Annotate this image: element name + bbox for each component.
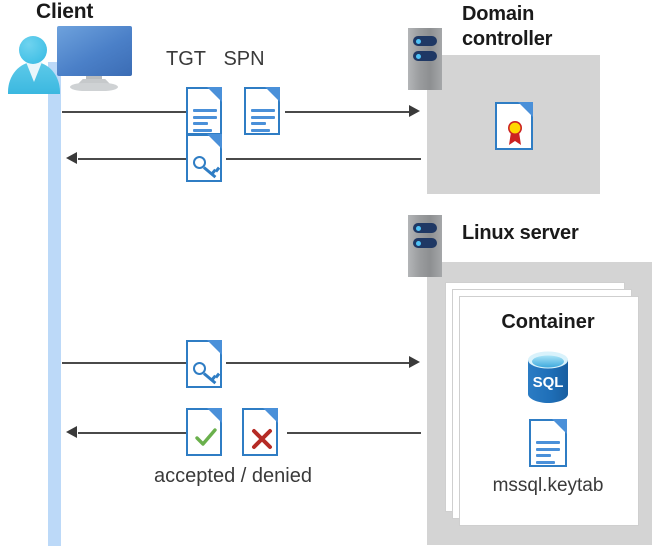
- document-lines-icon: [251, 109, 275, 135]
- flow-line-ticket-left: [78, 158, 186, 160]
- check-icon: [194, 427, 218, 449]
- flow-line-auth-left: [62, 362, 186, 364]
- certificate-document-icon: [495, 102, 533, 150]
- spn-label: SPN: [223, 48, 265, 70]
- client-icon: [0, 0, 140, 100]
- client-lifeline: [48, 62, 61, 546]
- svg-text:SQL: SQL: [533, 374, 564, 391]
- server-slot-icon: [413, 238, 437, 248]
- key-icon: [192, 360, 221, 385]
- arrowhead-to-linux-server: [409, 356, 420, 368]
- person-head-icon: [19, 36, 47, 64]
- page-title-linux-server: Linux server: [462, 222, 579, 244]
- document-lines-icon: [193, 109, 217, 135]
- page-title-domain-controller: Domain controller: [462, 2, 642, 52]
- flow-line-result-right: [287, 432, 421, 434]
- dc-title-line2: controller: [462, 28, 553, 50]
- server-slot-icon: [413, 223, 437, 233]
- sql-database-icon: SQL: [525, 350, 571, 404]
- arrowhead-to-domain-controller: [409, 105, 420, 117]
- flow-line-auth-right: [226, 362, 415, 364]
- server-slot-icon: [413, 36, 437, 46]
- ticket-key-document-icon: [186, 134, 222, 182]
- tgt-document-icon: [186, 87, 222, 135]
- arrowhead-to-client-result: [66, 426, 77, 438]
- linux-server-server-icon: [408, 215, 442, 277]
- arrowhead-to-client-ticket: [66, 152, 77, 164]
- page-title-client: Client: [36, 0, 94, 23]
- cross-icon: [251, 428, 273, 450]
- accepted-document-icon: [186, 408, 222, 456]
- tgt-label: TGT: [166, 48, 206, 70]
- keytab-filename-label: mssql.keytab: [492, 475, 604, 496]
- monitor-base-icon: [70, 83, 118, 91]
- spn-document-icon: [244, 87, 280, 135]
- key-icon: [192, 154, 221, 179]
- domain-controller-server-icon: [408, 28, 442, 90]
- flow-line-request-right: [285, 111, 415, 113]
- keytab-document-icon: [529, 419, 567, 467]
- container-label: Container: [501, 311, 595, 333]
- accepted-denied-label: accepted / denied: [154, 465, 312, 487]
- dc-title-line1: Domain: [462, 3, 535, 25]
- flow-line-result-left: [78, 432, 186, 434]
- document-lines-icon: [536, 441, 560, 467]
- certificate-seal-icon: [504, 118, 526, 146]
- monitor-screen-icon: [57, 26, 132, 76]
- auth-key-document-icon: [186, 340, 222, 388]
- denied-document-icon: [242, 408, 278, 456]
- flow-line-ticket-right: [226, 158, 421, 160]
- container-card-front: [459, 296, 639, 526]
- server-slot-icon: [413, 51, 437, 61]
- flow-line-request-left: [62, 111, 186, 113]
